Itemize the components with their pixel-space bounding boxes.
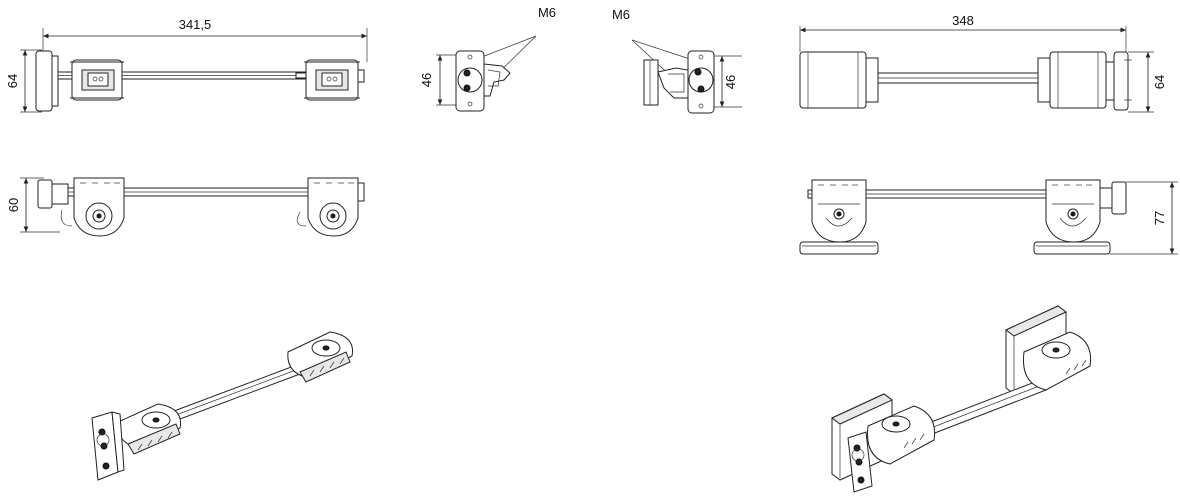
view-iso-left	[91, 331, 354, 481]
dim-46-left-label: 46	[419, 73, 434, 87]
view-side-right: 77	[799, 179, 1178, 255]
thread-m6-left-label: M6	[538, 5, 556, 20]
dim-64-right-label: 64	[1152, 75, 1167, 89]
dim-77-label: 77	[1152, 211, 1167, 225]
dim-46-right-label: 46	[723, 75, 738, 89]
view-end-right: M6 46	[612, 7, 742, 114]
thread-m6-right-label: M6	[612, 7, 630, 22]
dim-64-left-label: 64	[5, 74, 20, 88]
dim-348-label: 348	[952, 13, 974, 28]
dim-341-5-label: 341,5	[179, 17, 212, 32]
view-side-left: 60	[6, 177, 365, 237]
view-top-right: 348 64	[799, 13, 1167, 113]
view-top-left: 341,5 64	[5, 17, 368, 113]
view-end-left: M6 46	[419, 5, 556, 112]
dim-60-label: 60	[6, 198, 21, 212]
view-iso-right	[831, 305, 1092, 493]
